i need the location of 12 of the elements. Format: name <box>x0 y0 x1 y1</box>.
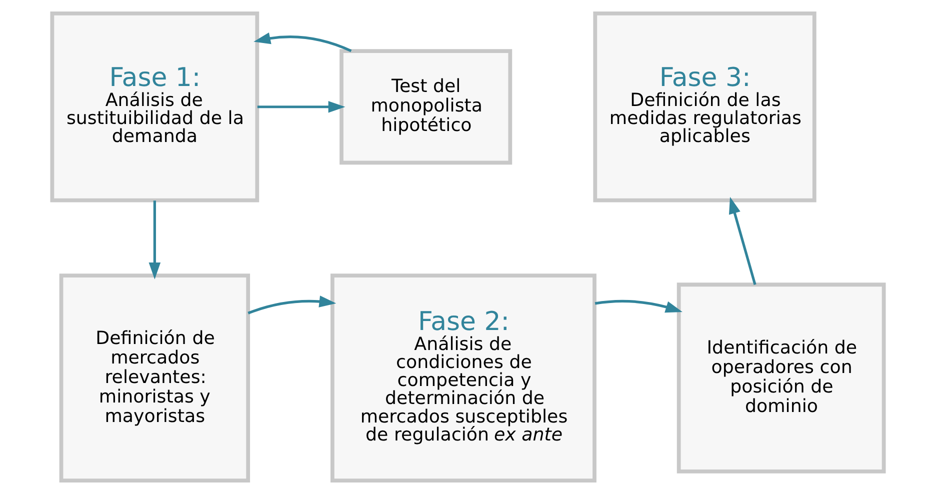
arrow <box>728 196 756 285</box>
arrow <box>256 100 345 113</box>
arrow <box>247 296 336 314</box>
node-box: Fase 2: Análisis de condiciones de competencia y determinación de mercados susceptibles de regulación ex ante <box>330 274 596 482</box>
node-box: Test del monopolista hipotético <box>339 49 512 165</box>
node-box: Identificación de operadores con posición de dominio <box>676 282 886 474</box>
node-box: Fase 3: Definición de las medidas regulatorias aplicables <box>592 12 816 202</box>
arrow <box>594 300 682 313</box>
node-box: Definición de mercados relevantes: minoristas y mayoristas <box>58 274 250 482</box>
node-box: Fase 1: Análisis de sustituibilidad de la demanda <box>50 12 259 202</box>
arrow <box>253 32 352 52</box>
arrow <box>148 200 160 280</box>
